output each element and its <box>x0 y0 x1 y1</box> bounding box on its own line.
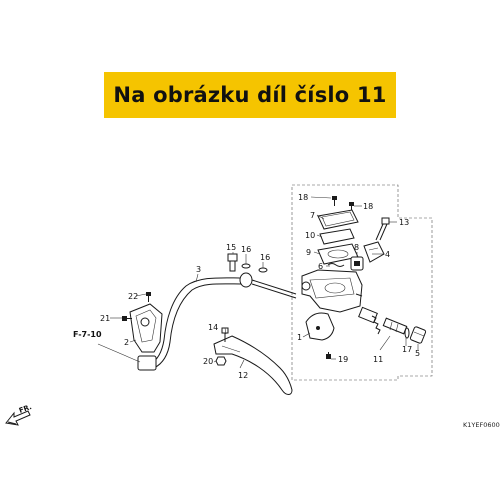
label-part-15: 15 <box>226 243 236 252</box>
label-part-22: 22 <box>128 292 138 301</box>
washer-16a <box>241 263 251 269</box>
label-part-16a: 16 <box>241 245 251 254</box>
label-part-9: 9 <box>306 248 311 257</box>
screw-18a <box>332 196 337 206</box>
bolt-21 <box>122 316 132 321</box>
label-part-21: 21 <box>100 314 110 323</box>
assembly-frame <box>291 184 433 381</box>
label-part-8: 8 <box>354 243 359 252</box>
banner-text: Na obrázku díl číslo 11 <box>113 83 387 107</box>
label-part-20: 20 <box>203 357 213 366</box>
label-part-2: 2 <box>124 338 129 347</box>
label-part-12: 12 <box>238 371 248 380</box>
label-part-4: 4 <box>385 250 390 259</box>
circlip-17 <box>404 327 410 339</box>
label-part-16b: 16 <box>260 253 270 262</box>
screw-19 <box>326 352 331 359</box>
master-cylinder-body <box>301 269 363 313</box>
label-part-19: 19 <box>338 355 348 364</box>
bolt-13 <box>375 217 390 241</box>
switch-4 <box>363 241 385 263</box>
direction-label: FR. <box>18 403 33 415</box>
label-part-7: 7 <box>310 211 315 220</box>
label-part-18a: 18 <box>298 193 308 202</box>
banjo-bolt-15 <box>227 253 238 272</box>
switch-8 <box>350 256 364 271</box>
label-part-18b: 18 <box>363 202 373 211</box>
bleed-valve-22 <box>146 292 151 302</box>
label-part-11: 11 <box>373 355 383 364</box>
label-part-6: 6 <box>318 262 323 271</box>
label-part-1: 1 <box>297 333 302 342</box>
brake-hose-3 <box>149 277 247 369</box>
leader-lines <box>97 196 419 369</box>
label-part-17: 17 <box>402 345 412 354</box>
diaphragm-plate-10 <box>319 228 355 245</box>
diagram-code: K1YEF0600 <box>463 421 500 429</box>
clamp-1 <box>305 312 335 341</box>
nut-20 <box>215 356 227 366</box>
hose-fitting <box>239 272 297 299</box>
reference-label: F-7-10 <box>73 330 102 339</box>
brake-lever-12 <box>213 335 293 395</box>
label-part-3: 3 <box>196 265 201 274</box>
front-direction-arrow-icon <box>5 410 31 426</box>
title-banner: Na obrázku díl číslo 11 <box>104 72 396 118</box>
label-part-5: 5 <box>415 349 420 358</box>
clip-6 <box>327 263 345 267</box>
piston-set-11 <box>358 306 408 335</box>
label-part-10: 10 <box>305 231 315 240</box>
caliper-2 <box>129 303 163 371</box>
reservoir-cap-7 <box>317 209 359 230</box>
washer-16b <box>258 267 268 273</box>
label-part-13: 13 <box>399 218 409 227</box>
boot-5 <box>409 326 427 344</box>
label-part-14: 14 <box>208 323 218 332</box>
